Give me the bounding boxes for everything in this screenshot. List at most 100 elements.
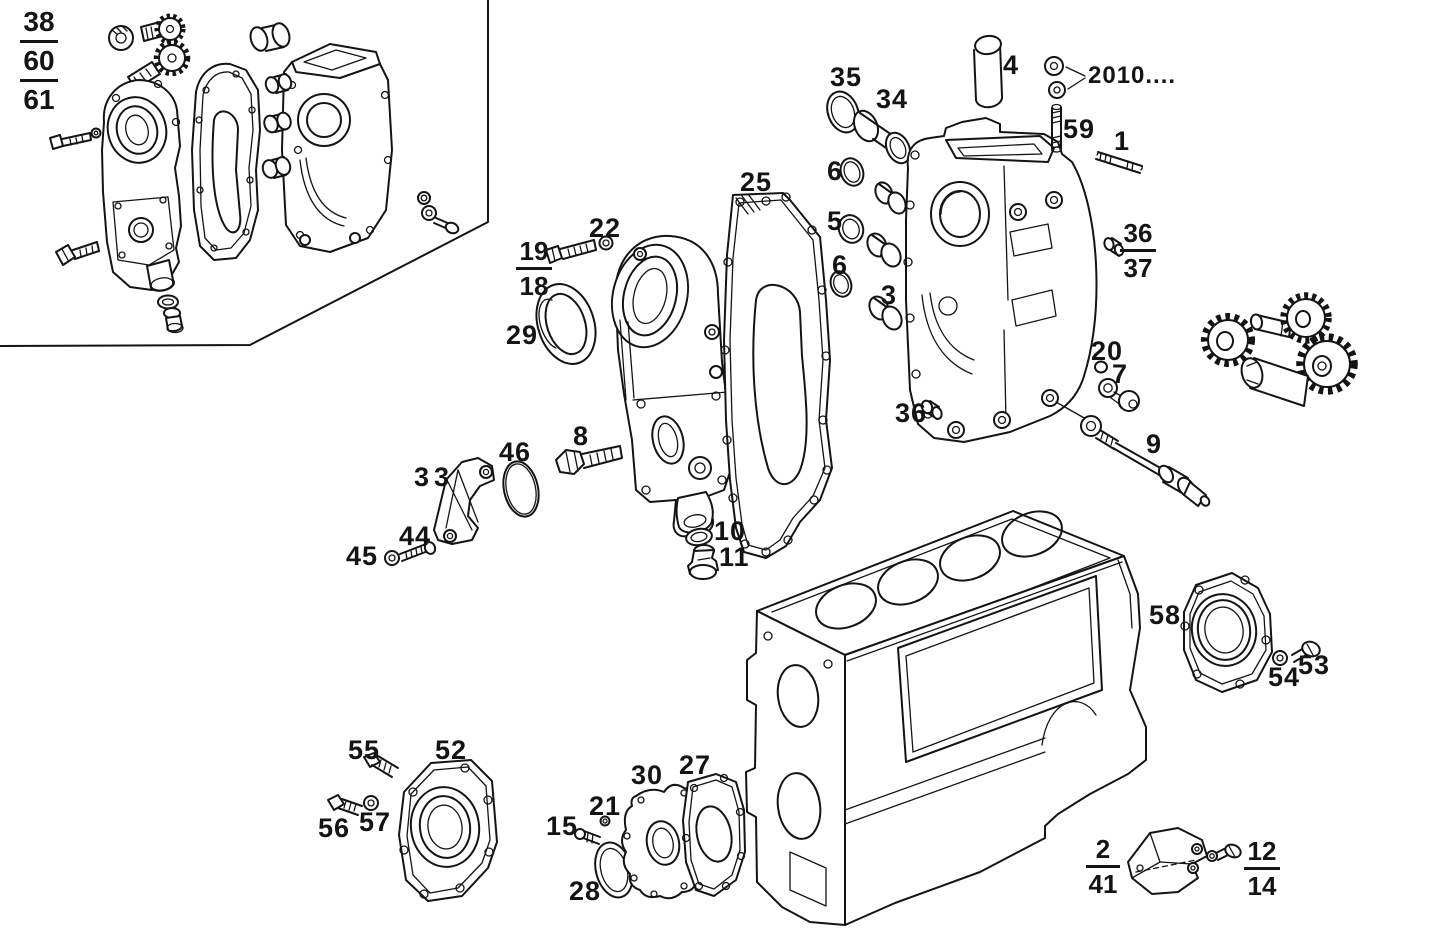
inset-seal-and-plug: [157, 294, 184, 334]
inset-plug-sleeves: [249, 22, 293, 179]
gear-with-shaft: [1249, 292, 1332, 344]
part-label-7: 7: [1112, 359, 1129, 389]
fraction-top-12: 12: [1244, 838, 1280, 870]
fraction-bottom-41: 41: [1088, 869, 1118, 899]
screw-7: [1110, 390, 1140, 412]
part-label-59: 59: [1063, 114, 1096, 144]
fraction-top-36: 36: [1120, 220, 1156, 252]
bracket-33: [433, 457, 495, 545]
bolt-56: [327, 794, 363, 816]
part-label-4: 4: [1003, 50, 1020, 80]
fraction-top-2: 2: [1086, 836, 1120, 868]
inset-gear-and-cap: [108, 13, 191, 90]
part-label-8: 8: [573, 421, 590, 451]
gear-small: [1201, 313, 1255, 367]
sensor-bolt-9: [1095, 429, 1211, 507]
part-label-52: 52: [435, 735, 468, 765]
ref-line-38: 38: [20, 8, 58, 43]
ref-line-60: 60: [20, 47, 58, 82]
ring-5: [837, 214, 865, 244]
part-label-33: 33: [414, 462, 455, 492]
part-label-15: 15: [546, 811, 579, 841]
gear-with-sleeve: [1240, 333, 1358, 407]
part-label-2010: 2010....: [1088, 62, 1177, 89]
part-label-12-14: 12 14: [1244, 838, 1280, 899]
bushing-upper: [874, 181, 907, 215]
inset-timing-cover: [101, 79, 182, 292]
part-label-58: 58: [1149, 600, 1182, 630]
plug-11: [687, 544, 719, 580]
part-label-46: 46: [499, 437, 532, 467]
fraction-bottom-18: 18: [519, 271, 549, 301]
part-label-6-upper: 6: [827, 156, 844, 186]
ring-6-lower: [829, 270, 853, 298]
bolt-55: [363, 752, 399, 778]
fraction-bottom-37: 37: [1123, 253, 1153, 283]
inset-bolt-upper: [49, 127, 102, 150]
part-label-3: 3: [881, 280, 898, 310]
timing-cover: [610, 234, 733, 538]
inset-gasket: [191, 62, 261, 261]
part-label-2-41: 2 41: [1086, 836, 1120, 897]
part-label-29: 29: [506, 320, 539, 350]
washer-45: [384, 550, 400, 566]
bracket-2-41: [1127, 827, 1208, 895]
part-label-45: 45: [346, 541, 379, 571]
inset-small-bolt-set: [417, 191, 460, 235]
fraction-bottom-14: 14: [1247, 871, 1277, 901]
part-label-6-lower: 6: [832, 250, 849, 280]
bolt-12-14: [1206, 843, 1242, 862]
inset-bolt-lower: [55, 241, 100, 266]
washers-2010: [1044, 56, 1086, 99]
engine-block: [745, 510, 1147, 926]
washer-57: [363, 795, 379, 811]
bushing-3: [868, 295, 903, 331]
part-label-22: 22: [589, 213, 622, 243]
part-label-34: 34: [876, 84, 909, 114]
part-label-9: 9: [1146, 429, 1163, 459]
seal-ring-29: [535, 283, 597, 365]
inset-crankcase: [281, 43, 393, 253]
sleeve-34: [852, 109, 912, 165]
stud-1: [1095, 151, 1143, 174]
part-label-54: 54: [1268, 662, 1301, 692]
cover-58: [1180, 572, 1273, 693]
part-label-10: 10: [714, 516, 747, 546]
plug-36-37: [1103, 237, 1125, 257]
plug-36: [920, 399, 943, 420]
part-label-11: 11: [719, 542, 750, 572]
o-ring-46: [502, 460, 540, 518]
part-label-36-37: 36 37: [1120, 220, 1156, 281]
bolt-8: [555, 445, 623, 475]
washer-54: [1272, 650, 1288, 666]
reference-label-38-60-61: 38 60 61: [20, 8, 58, 118]
washer-7: [1098, 378, 1118, 398]
washer-21: [599, 815, 611, 827]
part-label-55: 55: [348, 735, 381, 765]
part-label-44: 44: [399, 521, 432, 551]
ref-line-61: 61: [23, 84, 55, 115]
cover-52: [398, 759, 498, 902]
ring-35: [826, 90, 860, 134]
part-label-28: 28: [569, 876, 602, 906]
part-label-57: 57: [359, 807, 392, 837]
bolt-53: [1291, 640, 1321, 663]
part-label-1: 1: [1114, 126, 1131, 156]
part-label-27: 27: [679, 750, 712, 780]
part-label-20: 20: [1091, 336, 1124, 366]
part-label-35: 35: [830, 62, 863, 92]
bolt-19-18: [545, 239, 597, 264]
part-label-36: 36: [895, 398, 928, 428]
fraction-top-19: 19: [516, 238, 552, 270]
ring-20: [1094, 360, 1108, 374]
part-label-53: 53: [1298, 650, 1331, 680]
washer-22: [598, 235, 614, 251]
crankcase: [903, 117, 1098, 443]
part-label-21: 21: [589, 791, 622, 821]
bolt-44: [399, 541, 437, 562]
dowel-tube-4: [973, 34, 1004, 109]
gasket-27: [681, 773, 746, 897]
part-label-5: 5: [827, 206, 844, 236]
